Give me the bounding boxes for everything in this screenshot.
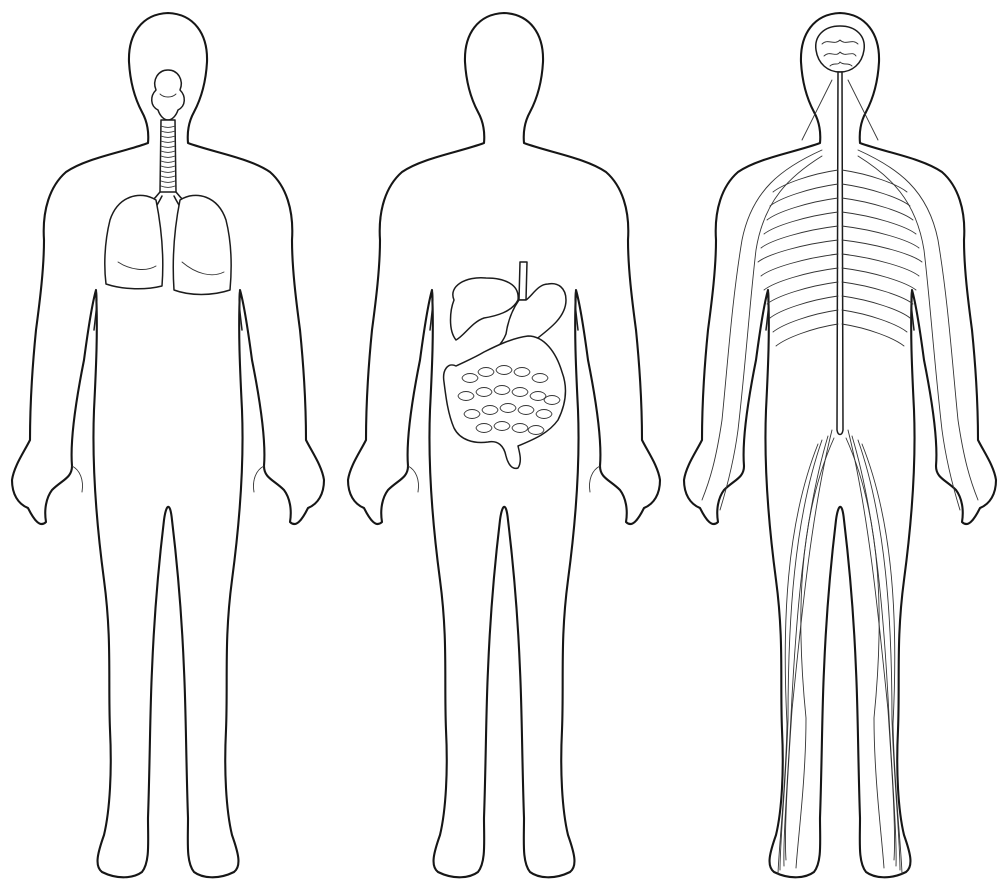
respiratory-figure — [0, 0, 336, 890]
nervous-figure — [672, 0, 1008, 890]
nervous-system-icon — [672, 0, 1008, 890]
esophagus — [519, 262, 527, 300]
respiratory-system-icon — [0, 0, 336, 890]
digestive-system-icon — [336, 0, 672, 890]
brain — [816, 26, 865, 72]
digestive-figure — [336, 0, 672, 890]
spinal-cord — [837, 72, 843, 435]
